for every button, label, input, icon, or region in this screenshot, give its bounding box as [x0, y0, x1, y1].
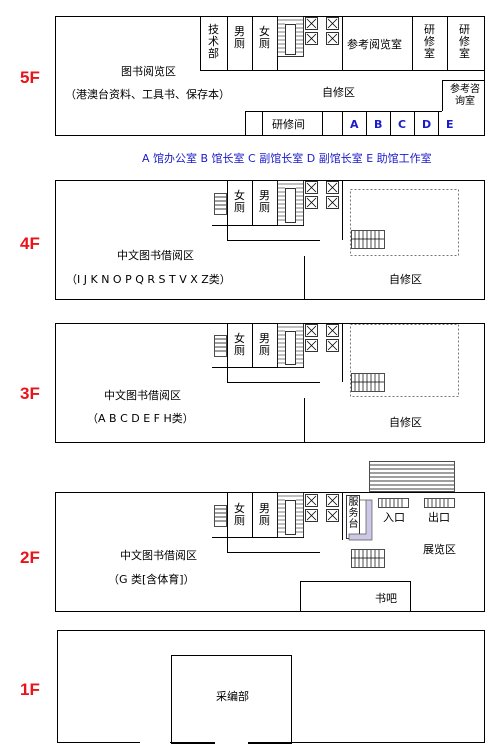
f3-lending-area: 中文图书借阅区 [104, 389, 181, 402]
floor-label-4f: 4F [20, 234, 40, 253]
f5-self-study-area: 自修区 [322, 86, 355, 99]
f5-room-e: E [446, 118, 454, 131]
f3-women-toilet: 女厕 [234, 332, 245, 357]
floor-5-outline [55, 16, 485, 136]
f4-lending-area: 中文图书借阅区 [117, 249, 194, 262]
f2-men-toilet: 男厕 [259, 502, 270, 527]
f5-men-toilet: 男厕 [234, 25, 245, 50]
f5-room-d: D [422, 118, 432, 131]
f4-women-toilet: 女厕 [234, 189, 245, 214]
f2-book-bar: 书吧 [375, 592, 397, 605]
f5-room-a: A [350, 118, 359, 131]
stairs-group [277, 16, 304, 538]
f5-study-room-2: 研修室 [459, 23, 470, 60]
f3-lending-area-sub: （A B C D E F H类） [87, 412, 194, 425]
floor-1-outline [57, 630, 485, 743]
elevators [305, 17, 339, 522]
f1-acquisition-dept: 采编部 [216, 690, 249, 703]
f5-ref-consult-room: 参考咨询室 [450, 84, 480, 107]
f5-study-room-1: 研修室 [424, 23, 435, 60]
f5-study-hall: 研修间 [272, 118, 305, 131]
floor-label-3f: 3F [20, 384, 40, 403]
f5-room-c: C [398, 118, 407, 131]
floor-label-5f: 5F [20, 68, 40, 87]
f4-men-toilet: 男厕 [259, 189, 270, 214]
f2-service-desk: 服务台 [348, 497, 359, 530]
f2-exit: 出口 [428, 511, 450, 524]
stair-treads [278, 19, 303, 533]
f3-men-toilet: 男厕 [259, 332, 270, 357]
f5-ref-reading-room: 参考阅览室 [347, 38, 402, 51]
floor-3-outline [55, 323, 485, 443]
f4-lending-area-sub: （I J K N O P Q R S T V X Z类） [66, 273, 231, 286]
f5-women-toilet: 女厕 [259, 25, 270, 50]
f3-self-study-area: 自修区 [389, 416, 422, 429]
f4-self-study-area: 自修区 [389, 273, 422, 286]
floor-4-outline [55, 180, 485, 300]
f5-reading-area: 图书阅览区 [121, 65, 176, 78]
room-legend: A 馆办公室 B 馆长室 C 副馆长室 D 副馆长室 E 助馆工作室 [142, 152, 432, 165]
f2-lending-area-sub: （G 类[含体育]） [108, 573, 195, 586]
floor-label-2f: 2F [20, 548, 40, 567]
f5-reading-area-sub: （港澳台资料、工具书、保存本） [65, 88, 230, 101]
floor-2-outline [55, 492, 485, 612]
f2-entrance: 入口 [383, 511, 405, 524]
f2-lending-area: 中文图书借阅区 [120, 549, 197, 562]
f5-tech-dept: 技术部 [208, 23, 219, 60]
f2-women-toilet: 女厕 [234, 502, 245, 527]
floor-label-1f: 1F [20, 680, 40, 699]
f5-room-b: B [374, 118, 383, 131]
f2-exhibition-area: 展览区 [423, 543, 456, 556]
